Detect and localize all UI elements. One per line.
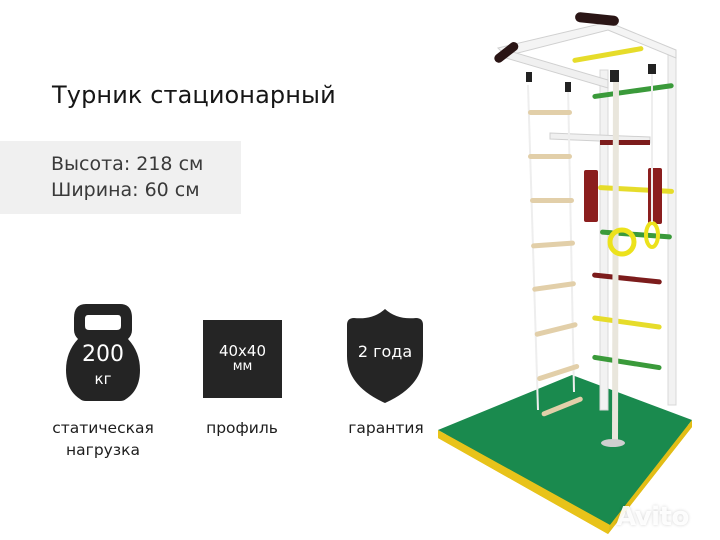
product-image	[438, 12, 692, 534]
shield-icon	[347, 309, 423, 403]
product-title: Турник стационарный	[52, 81, 336, 109]
load-unit: кг	[94, 370, 112, 388]
profile-square-icon: 40x40 мм	[203, 320, 282, 398]
load-value: 200	[82, 342, 124, 367]
feature-profile: профиль	[206, 419, 278, 437]
spec-width: Ширина: 60 см	[51, 179, 200, 201]
kettlebell-icon	[66, 304, 140, 401]
profile-unit: мм	[232, 359, 253, 374]
feature-warranty: гарантия	[348, 419, 424, 437]
specs-panel: Высота: 218 см Ширина: 60 см	[0, 141, 241, 214]
warranty-value: 2 года	[357, 342, 413, 361]
spec-height: Высота: 218 см	[51, 153, 204, 175]
feature-load: статическая нагрузка	[52, 419, 154, 459]
profile-value: 40x40	[218, 342, 267, 360]
avito-watermark: Avito	[616, 502, 689, 532]
